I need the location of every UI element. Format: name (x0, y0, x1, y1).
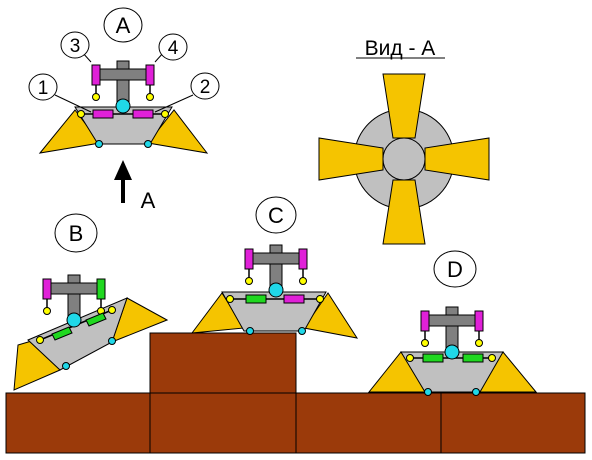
view-title: Вид - А (365, 37, 436, 60)
part-number-1: 1 (38, 78, 49, 99)
paddle-right (424, 137, 490, 181)
label-b: B (69, 221, 84, 246)
label-a: A (116, 13, 131, 38)
leg-1 (92, 109, 114, 119)
part-number-2: 2 (200, 77, 211, 98)
arrow-label: A (141, 188, 156, 213)
leg-1 (422, 353, 444, 363)
part-number-3: 3 (70, 36, 81, 57)
robot-b: B (13, 213, 169, 391)
hub (115, 98, 131, 114)
foot-right (147, 109, 209, 154)
robot-a (38, 60, 209, 154)
leg-1 (51, 326, 73, 341)
paddle-left (318, 137, 384, 181)
leg-2 (85, 312, 107, 327)
leg-2 (462, 353, 484, 363)
leg-2 (132, 109, 154, 119)
brick-step (149, 332, 297, 394)
label-c: C (268, 203, 284, 228)
paddle-top (382, 73, 426, 139)
leg-2 (283, 294, 305, 304)
label-d: D (447, 257, 463, 282)
view-hub (382, 137, 426, 181)
view-arrow: A (114, 160, 156, 213)
hub (66, 312, 82, 328)
callouts: A 3 4 1 2 (28, 7, 220, 113)
robot-d: D (367, 250, 538, 396)
hub (444, 344, 460, 360)
part-number-4: 4 (168, 38, 179, 59)
leg-1 (245, 294, 267, 304)
hub (268, 282, 284, 298)
robot-c: C (190, 196, 359, 339)
view-a: Вид - А (318, 37, 490, 245)
paddle-bottom (382, 179, 426, 245)
brick-wall (5, 332, 586, 454)
